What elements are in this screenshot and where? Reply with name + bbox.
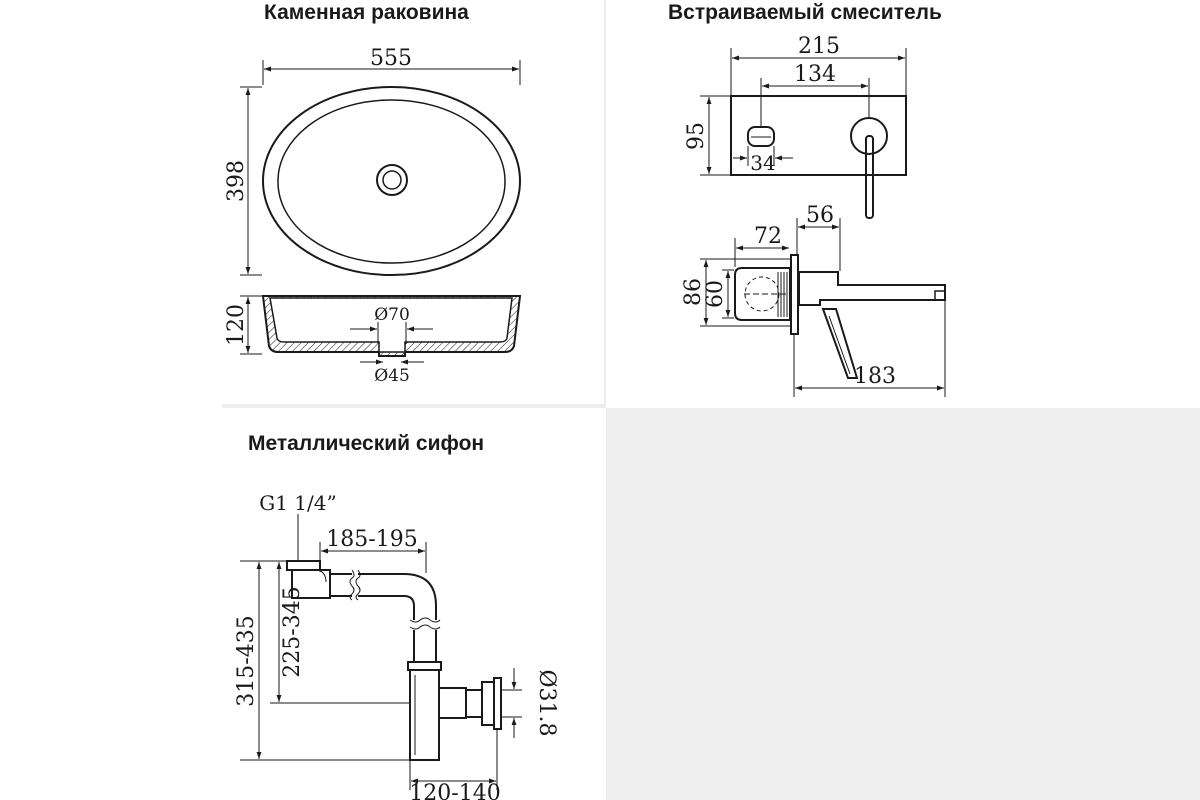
- siphon-drawing: [240, 514, 522, 790]
- spout: [798, 271, 946, 306]
- sink-section-view: [240, 295, 522, 365]
- vertical-divider: [604, 0, 606, 408]
- mixer-title: Встраиваемый смеситель: [668, 1, 942, 24]
- siphon-title: Металлический сифон: [248, 432, 485, 455]
- dim-31-8-label: Ø31.8: [534, 669, 559, 736]
- outlet-branch: [439, 687, 467, 719]
- mixer-front-view: [700, 48, 907, 219]
- mixer-plate: [730, 95, 907, 176]
- sink-outer-rim: [262, 86, 521, 276]
- sink-top-view: [240, 60, 521, 276]
- bottle-body: [409, 669, 440, 761]
- dim-70-label: Ø70: [374, 305, 410, 325]
- handle-lever: [865, 135, 874, 219]
- horizontal-divider: [222, 404, 606, 408]
- dim-120-label: 120: [224, 304, 249, 346]
- dim-95-label: 95: [684, 122, 709, 150]
- drain-inner: [382, 170, 402, 190]
- siphon-down-pipe: [413, 630, 437, 662]
- outlet-flange: [481, 681, 495, 726]
- sink-bowl: [277, 99, 506, 264]
- dim-56-label: 56: [806, 203, 834, 228]
- dim-398-label: 398: [224, 160, 249, 202]
- mixer-side-view: [700, 218, 946, 397]
- dim-45-label: Ø45: [374, 366, 410, 386]
- bottle-nut: [407, 661, 442, 671]
- dim-120-140-label: 120-140: [409, 781, 500, 800]
- dim-86-label: 86: [681, 278, 706, 306]
- diverter-knob: [747, 126, 775, 147]
- handle-rosette: [850, 117, 888, 155]
- mixer-thread: [777, 272, 788, 317]
- inlet-cap: [286, 560, 321, 571]
- sink-title: Каменная раковина: [264, 1, 469, 24]
- dim-72-label: 72: [754, 224, 782, 249]
- dim-555-label: 555: [370, 46, 412, 71]
- siphon-horizontal-pipe: [358, 573, 437, 620]
- empty-panel: [606, 408, 1200, 800]
- thread-label: G1 1/4”: [259, 491, 336, 515]
- dim-315-435-label: 315-435: [234, 615, 259, 706]
- escutcheon: [790, 254, 799, 335]
- dim-183-label: 183: [854, 364, 896, 389]
- sink-section-inner: [269, 297, 513, 353]
- dim-34-label: 34: [750, 151, 775, 175]
- dim-185-195-label: 185-195: [326, 527, 417, 552]
- dim-215-label: 215: [798, 34, 840, 59]
- drain-outer: [376, 164, 408, 196]
- mixer-handle: [821, 308, 859, 379]
- outlet-coupling: [465, 689, 483, 718]
- outlet-wall-plate: [493, 677, 502, 730]
- dim-225-345-label: 225-345: [280, 586, 305, 677]
- dim-60-label: 60: [703, 280, 728, 308]
- dim-134-label: 134: [794, 62, 836, 87]
